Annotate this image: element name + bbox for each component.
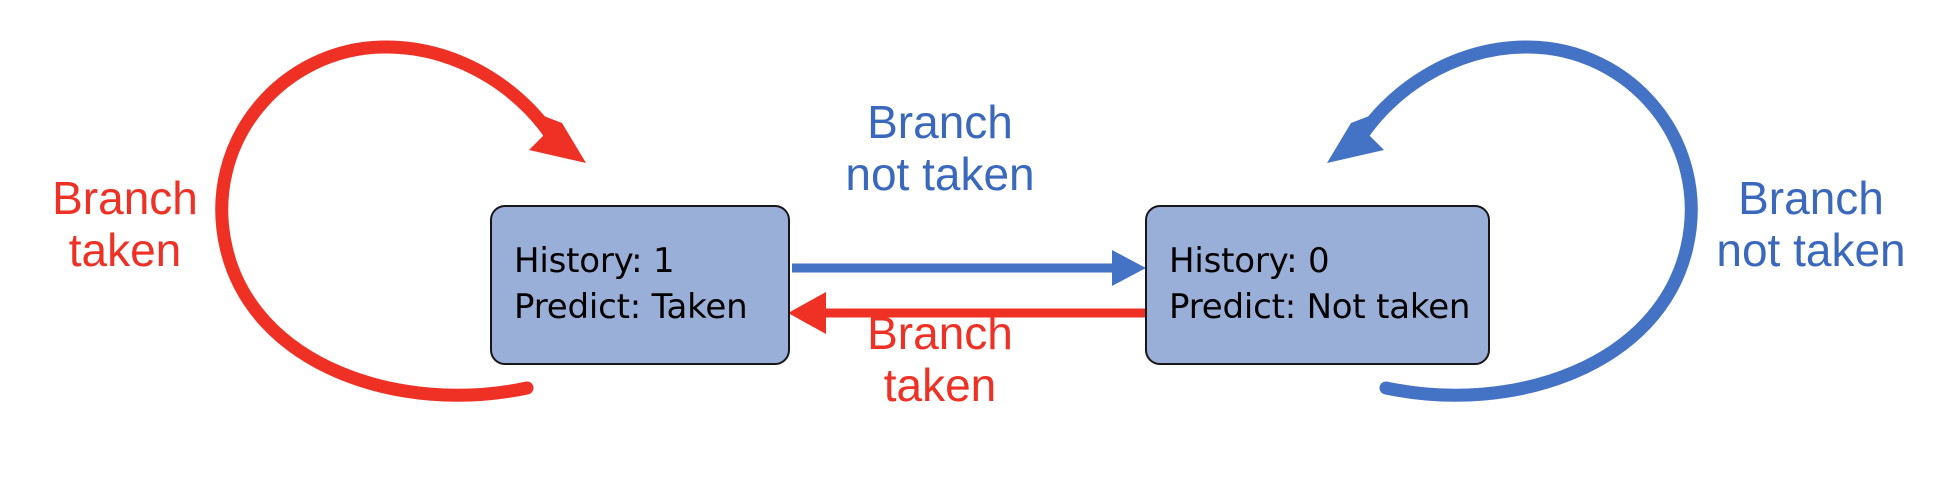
edge-label-loop-left-branch-taken: Branch taken <box>10 172 240 277</box>
state-predict-label: Predict: Not taken <box>1169 287 1471 327</box>
self-loop-right-arrowhead <box>1327 113 1384 163</box>
edge-label-branch-not-taken: Branch not taken <box>655 96 1225 201</box>
self-loop-right-not-taken-arrow <box>1327 40 1698 402</box>
edge-label-loop-right-branch-not-taken: Branch not taken <box>1672 172 1950 277</box>
transition-arrow-not-taken-head <box>1112 250 1146 286</box>
edge-label-line-2: taken <box>883 358 997 411</box>
state-box-history-0-predict-not-taken[interactable]: History: 0 Predict: Not taken <box>1145 205 1490 365</box>
edge-label-branch-taken: Branch taken <box>685 307 1195 412</box>
self-loop-left-taken-arrow <box>215 40 586 402</box>
state-predict-label: Predict: Taken <box>514 287 748 327</box>
edge-label-line-2: not taken <box>1716 223 1906 276</box>
self-loop-left-arrowhead <box>529 113 586 163</box>
transition-arrow-taken <box>788 292 1146 334</box>
state-history-label: History: 0 <box>1169 241 1330 282</box>
edge-label-line-1: Branch <box>867 307 1013 359</box>
edge-label-line-2: taken <box>68 223 182 276</box>
state-history-label: History: 1 <box>514 241 675 282</box>
transition-arrow-taken-head <box>788 292 826 334</box>
transition-arrow-not-taken <box>792 250 1146 286</box>
state-box-history-1-predict-taken[interactable]: History: 1 Predict: Taken <box>490 205 790 365</box>
edge-label-line-2: not taken <box>845 147 1035 200</box>
edge-label-line-1: Branch <box>1738 172 1884 224</box>
edge-label-line-1: Branch <box>52 172 198 224</box>
edge-label-line-1: Branch <box>867 96 1013 148</box>
